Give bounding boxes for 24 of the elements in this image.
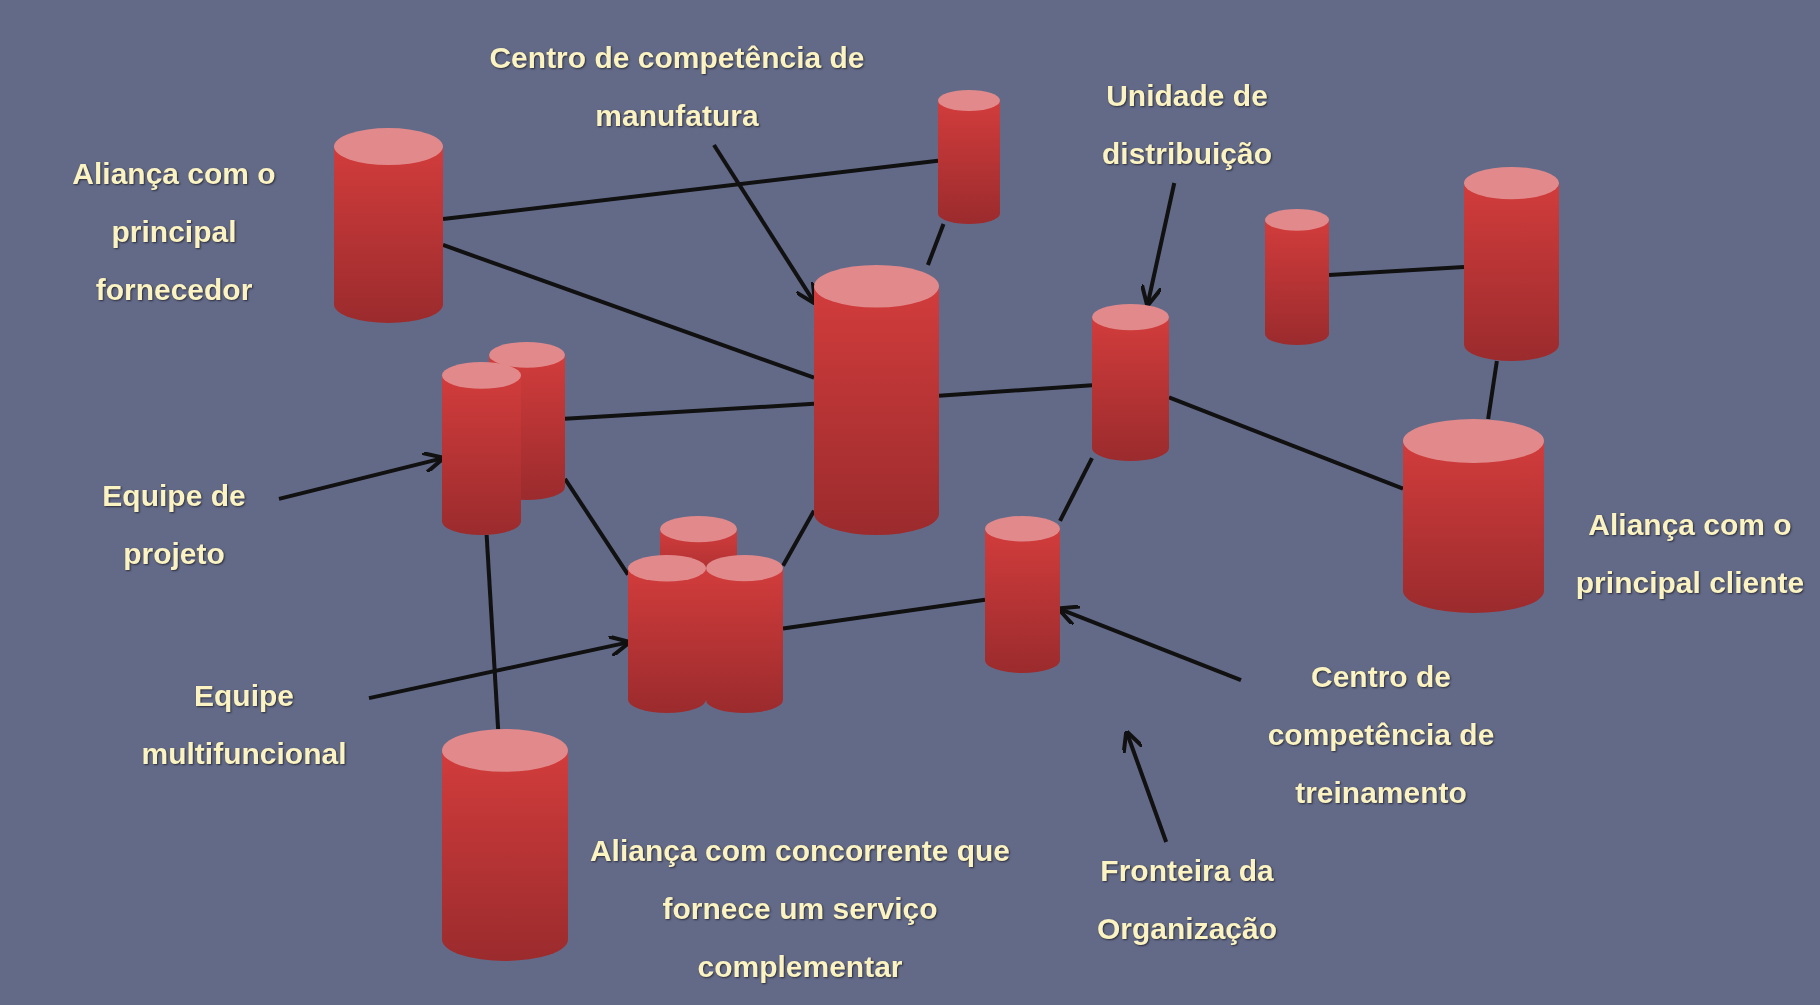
callout-label: Centro de competência de treinamento: [1241, 648, 1521, 822]
callout-label: Unidade de distribuição: [1072, 67, 1302, 183]
callout-label: Equipe de projeto: [69, 467, 279, 583]
callout-label: Centro de competência de manufatura: [487, 29, 867, 145]
cylinder-caption: Aliança com o principal fornecedor: [71, 156, 277, 308]
callout-label: Fronteira da Organização: [1067, 842, 1307, 958]
connector-line: [1168, 395, 1404, 491]
connector-line: [926, 223, 946, 266]
arrow: [1139, 182, 1177, 308]
connector-line: [781, 509, 816, 567]
connector-line: [563, 477, 630, 576]
connector-line: [564, 401, 815, 421]
connector-line: [442, 243, 815, 380]
connector-line: [442, 158, 939, 222]
connector-line: [938, 383, 1093, 398]
cylinder-caption: Aliança com concorrente que fornece um serviço complementar: [588, 833, 1012, 985]
connector-line: [484, 534, 501, 730]
callout-label: Equipe multifuncional: [119, 667, 369, 783]
connector-line: [1058, 457, 1094, 522]
connector-line: [1486, 360, 1499, 420]
connector-line: [1328, 264, 1465, 278]
cylinder-caption: Aliança com o principal cliente: [1574, 507, 1806, 601]
arrow: [1121, 729, 1169, 843]
connector-line: [782, 597, 986, 631]
